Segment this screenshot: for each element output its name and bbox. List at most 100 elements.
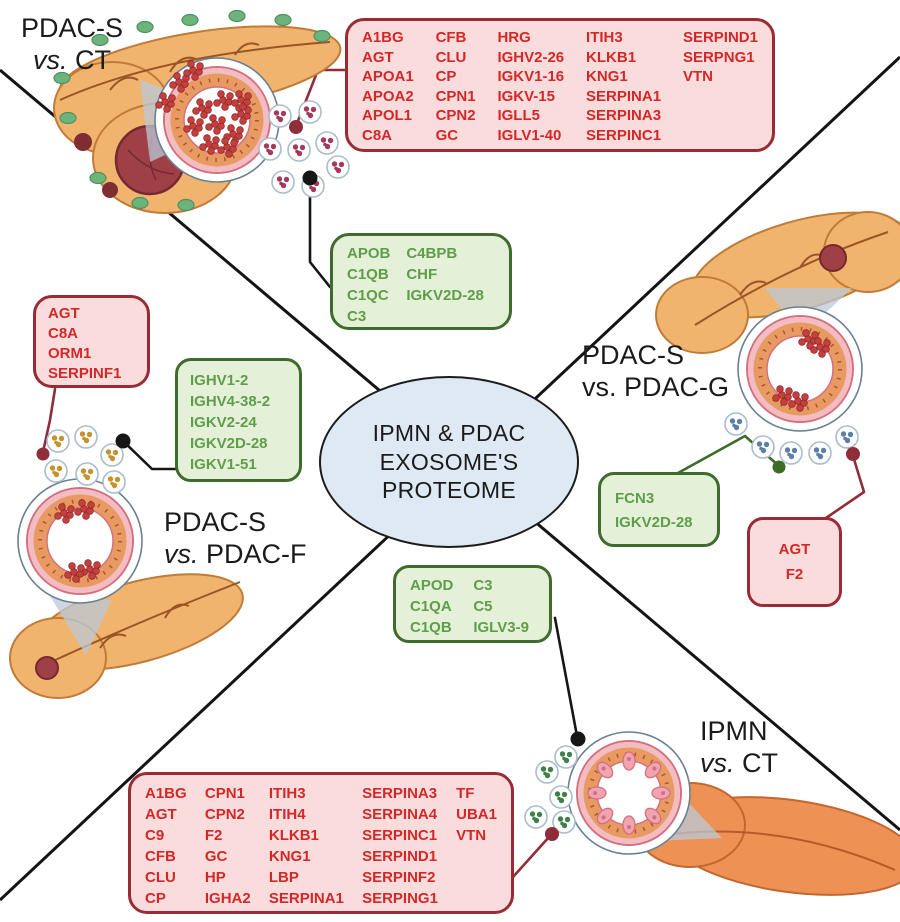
protein-name: ITIH4 [268, 806, 306, 823]
duct-cross-section-right [737, 306, 863, 432]
connector-bottom-black [553, 616, 579, 738]
protein-name: SERPIND1 [682, 29, 758, 46]
central-topic-ellipse: IPMN & PDAC EXOSOME'S PROTEOME [319, 376, 579, 548]
pancreas-illustration-right [655, 211, 900, 354]
exosome-vesicles-bottom [524, 745, 578, 834]
protein-name: C3 [347, 308, 367, 325]
connector-bottom-red [511, 835, 551, 879]
protein-name: CFB [435, 29, 467, 46]
protein-name: C4BPB [406, 245, 458, 262]
dot-right-red [846, 447, 860, 461]
protein-name: CPN1 [204, 785, 245, 802]
protein-name: AGT [778, 541, 811, 558]
protein-name: SERPINA3 [586, 107, 662, 124]
duct-cross-section-bottom [567, 731, 691, 855]
label-line-1: IPMN [700, 716, 768, 746]
pancreas-illustration-left [9, 573, 244, 699]
label-line-1: PDAC-S [164, 507, 267, 537]
tumor-mass-icon [35, 656, 59, 680]
protein-box-red-pdacs-vs-pdacg: AGT F2 [747, 517, 842, 607]
dot-left-red [36, 447, 50, 461]
protein-name: SERPIND1 [362, 848, 438, 865]
protein-name: F2 [785, 566, 804, 583]
protein-name: IGLV3-9 [473, 619, 529, 636]
diagram-title: IPMN & PDAC EXOSOME'S PROTEOME [372, 419, 526, 504]
protein-name: KNG1 [268, 848, 311, 865]
label-line-2: vs. PDAC-F [164, 538, 307, 569]
dot-bottom-black [570, 731, 586, 747]
dot-left-black [115, 433, 131, 449]
exosome-vesicles-top-left [258, 100, 350, 198]
protein-name: KLKB1 [586, 48, 637, 66]
protein-name: ORM1 [48, 345, 92, 362]
connector-left-black [121, 439, 178, 471]
protein-name: CPN2 [204, 806, 245, 823]
quadrant-label-pdacs-vs-pdacg: PDAC-S vs. PDAC-G [582, 340, 729, 403]
dot-top-black [302, 170, 318, 186]
protein-name: KNG1 [586, 68, 628, 85]
duct-cross-section-left [17, 478, 143, 604]
protein-name: AGT [362, 48, 394, 66]
green-nodules-icon [53, 9, 331, 212]
protein-name: IGKV2-24 [190, 414, 257, 431]
protein-name: C3 [473, 577, 493, 594]
label-line-2: vs. CT [32, 44, 112, 75]
protein-name: IGLV1-40 [497, 126, 562, 144]
protein-name: APOL1 [362, 107, 413, 124]
connector-lines [41, 68, 866, 879]
protein-name: APOB [347, 245, 391, 262]
protein-name: CLU [435, 48, 467, 66]
protein-name: CP [435, 68, 457, 85]
duct-cross-section-top-left [154, 57, 280, 183]
label-line-2: vs. PDAC-G [582, 371, 730, 402]
connector-left-red [41, 387, 57, 454]
protein-name: C1QB [347, 266, 389, 283]
connector-dots [36, 120, 860, 841]
protein-name: ITIH3 [586, 29, 623, 46]
protein-name: C9 [145, 827, 165, 844]
protein-name: KLKB1 [268, 827, 319, 844]
protein-name: IGKV-15 [497, 87, 555, 105]
protein-name: C5 [473, 598, 493, 615]
protein-name: CLU [145, 869, 176, 886]
quadrant-label-pdacs-vs-ct: PDAC-S vs. CT [6, 13, 138, 76]
protein-name: IGKV2D-28 [406, 287, 484, 304]
protein-name: SERPINA4 [362, 806, 438, 823]
protein-name: GC [204, 848, 228, 865]
protein-name: APOD [410, 577, 454, 594]
label-line-1: PDAC-S [582, 340, 685, 370]
connector-right-red [824, 454, 866, 520]
protein-name: IGHA2 [204, 890, 251, 907]
protein-name: CHF [406, 266, 438, 283]
protein-name: C1QB [410, 619, 452, 636]
label-line-2: vs. CT [700, 747, 779, 778]
quadrant-label-pdacs-vs-pdacf: PDAC-S vs. PDAC-F [164, 507, 307, 570]
protein-name: IGHV4-38-2 [190, 393, 271, 410]
protein-name: C1QA [410, 598, 452, 615]
dot-bottom-red [545, 827, 559, 841]
label-line-1: PDAC-S [20, 13, 123, 43]
protein-name: SERPINA1 [586, 87, 662, 105]
protein-name: SERPINA1 [268, 890, 344, 907]
protein-name: SERPNG1 [682, 48, 755, 66]
protein-name: APOA1 [362, 68, 414, 85]
protein-name: SERPING1 [362, 890, 438, 907]
protein-name: TF [456, 785, 475, 802]
protein-name: AGT [145, 806, 177, 823]
